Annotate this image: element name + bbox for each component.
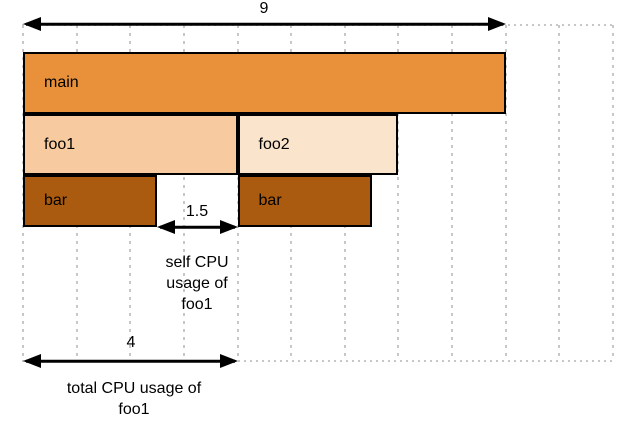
frame-main: main xyxy=(23,52,506,114)
caption-line: total CPU usage of xyxy=(66,380,202,397)
caption-line: self CPU xyxy=(165,254,229,271)
arrow-line xyxy=(26,22,503,26)
caption-total-cpu-usage: total CPU usage of foo1 xyxy=(67,378,201,420)
caption-line: foo1 xyxy=(181,296,213,313)
frame-bar-left: bar xyxy=(23,175,158,227)
measurement-value-self-foo1: 1.5 xyxy=(185,203,209,220)
measure-arrow-total-foo1 xyxy=(23,353,238,369)
gridline-vertical xyxy=(504,25,507,361)
measure-arrow-total-main xyxy=(23,16,506,32)
frame-main-label: main xyxy=(44,74,79,91)
measure-arrow-self-foo1 xyxy=(157,219,238,235)
frame-bar-right-label: bar xyxy=(258,192,282,209)
gridline-vertical xyxy=(397,25,400,361)
frame-bar-left-label: bar xyxy=(44,192,68,209)
frame-foo1-label: foo1 xyxy=(44,135,76,153)
caption-line: foo1 xyxy=(118,401,150,418)
measurement-value-total-foo1: 4 xyxy=(126,334,136,351)
arrowhead-right-icon xyxy=(219,354,238,368)
arrow-line xyxy=(26,359,235,363)
gridline-vertical xyxy=(182,25,185,361)
gridline-vertical xyxy=(558,25,561,361)
measurement-value-total-main: 9 xyxy=(259,0,269,17)
arrowhead-right-icon xyxy=(487,17,506,31)
caption-self-cpu-usage: self CPU usage of foo1 xyxy=(165,252,228,315)
gridline-vertical xyxy=(451,25,454,361)
frame-foo2-label: foo2 xyxy=(258,135,290,153)
caption-line: usage of xyxy=(166,275,228,292)
gridline-vertical xyxy=(611,25,614,361)
arrow-line xyxy=(160,225,235,229)
frame-foo2: foo2 xyxy=(237,114,399,175)
gridline-horizontal-bottom xyxy=(22,360,614,362)
frame-foo1: foo1 xyxy=(23,114,238,175)
frame-bar-right: bar xyxy=(237,175,372,227)
arrowhead-right-icon xyxy=(219,220,238,234)
